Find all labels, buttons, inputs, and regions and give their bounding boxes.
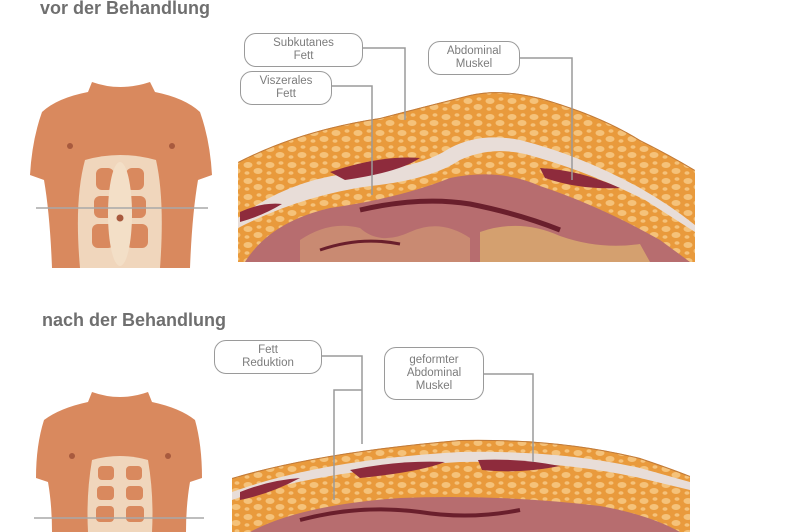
leader-lines	[322, 47, 573, 500]
label-fat-reduction: Fett Reduktion	[214, 340, 322, 374]
cross-section-after	[232, 439, 690, 532]
label-shaped-abdominal-muscle: geformter Abdominal Muskel	[384, 347, 484, 400]
heading-after: nach der Behandlung	[42, 310, 227, 330]
label-subcutaneous-fat: Subkutanes Fett	[244, 33, 363, 67]
label-visceral-fat: Viszerales Fett	[240, 71, 332, 105]
heading-before: vor der Behandlung	[40, 0, 211, 18]
torso-before	[30, 82, 212, 268]
cross-section-before	[238, 92, 695, 262]
torso-after	[34, 392, 204, 532]
label-abdominal-muscle: Abdominal Muskel	[428, 41, 520, 75]
